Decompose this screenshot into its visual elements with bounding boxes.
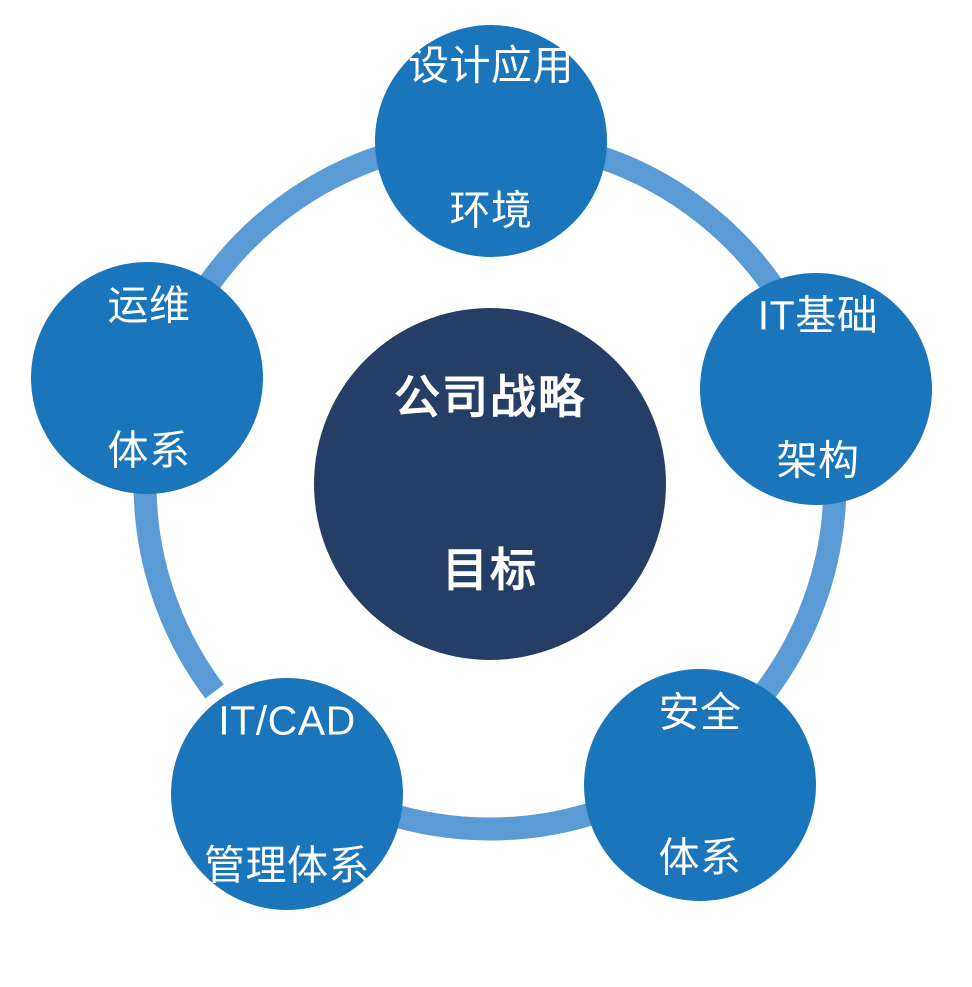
arc-right-to-bottom-right-icon	[373, 799, 607, 841]
cycle-diagram-canvas	[31, 25, 932, 910]
node-circle-operations-maintenance-system[interactable]	[31, 262, 263, 494]
node-circles	[31, 25, 932, 910]
node-circle-design-application-environment[interactable]	[375, 25, 607, 257]
arc-arc-bottom-right-to-bottom-left-icon	[133, 477, 224, 699]
node-circle-security-system[interactable]	[584, 669, 816, 901]
arc-top-to-right-icon	[756, 477, 847, 699]
center-circle[interactable]	[314, 308, 666, 660]
node-circle-it-infrastructure[interactable]	[700, 273, 932, 505]
connector-arcs	[133, 143, 847, 841]
cycle-diagram: 公司战略 目标 设计应用 环境 IT基础 架构 安全 体系 IT/CAD 管理体…	[31, 25, 932, 910]
node-circle-it-cad-management-system[interactable]	[171, 678, 403, 910]
arc-left-to-top-icon	[587, 143, 783, 293]
arc-bottom-left-to-left-icon	[197, 143, 393, 293]
